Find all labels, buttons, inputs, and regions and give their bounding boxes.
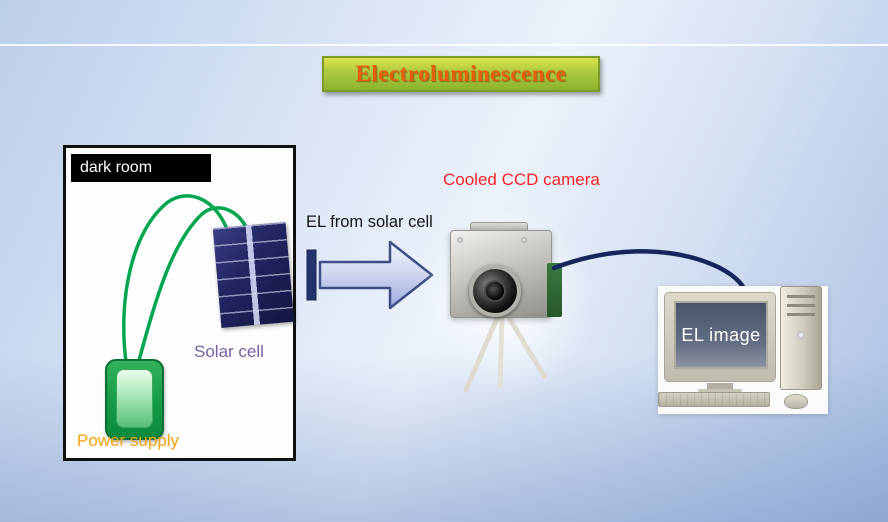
solar-cell-image: [212, 222, 295, 328]
wire-drawing: [122, 194, 254, 366]
tower-power-button: [797, 331, 805, 339]
tower-drive-bays: [787, 295, 815, 319]
camera-screw: [521, 237, 527, 243]
el-arrow-icon: [306, 240, 434, 310]
camera-circuit-board: [547, 263, 562, 317]
slide-title: Electroluminescence: [355, 61, 567, 86]
camera-lens-icon: [469, 265, 521, 317]
computer-image: EL image: [658, 286, 828, 414]
power-supply-icon-highlight: [116, 369, 153, 428]
camera-label: Cooled CCD camera: [443, 170, 600, 189]
el-image-text: EL image: [681, 324, 761, 345]
monitor-base: [698, 389, 742, 394]
tripod-icon: [463, 313, 547, 393]
computer-tower: [780, 286, 822, 390]
monitor-neck: [707, 383, 733, 390]
power-supply-icon: [105, 359, 164, 440]
power-supply-label: Power supply: [77, 431, 180, 450]
camera-body: [450, 230, 562, 318]
el-arrow-label: EL from solar cell: [306, 213, 433, 231]
keyboard: [658, 392, 770, 407]
title-box: Electroluminescence: [322, 56, 600, 92]
solar-cell-label: Solar cell: [194, 342, 264, 361]
camera-lens-inner: [484, 280, 506, 302]
dark-room-box: Solar cell Power supply dark room: [63, 145, 296, 461]
camera-screw: [457, 237, 463, 243]
dark-room-label: dark room: [71, 154, 211, 182]
camera-cable: [551, 249, 753, 306]
monitor-screen: EL image: [674, 301, 768, 369]
divider-line: [0, 44, 888, 46]
monitor: EL image: [664, 292, 776, 382]
ccd-camera-image: [420, 206, 595, 403]
mouse: [784, 394, 808, 409]
